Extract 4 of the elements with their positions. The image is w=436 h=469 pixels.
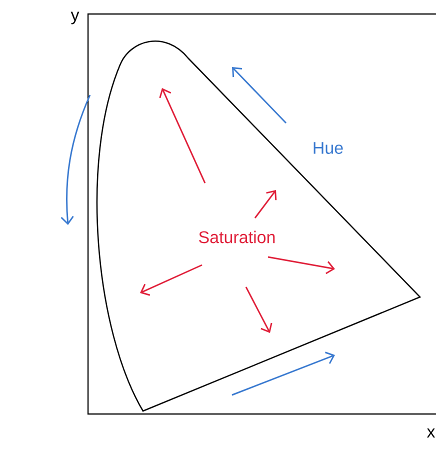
axis-label: x bbox=[426, 428, 436, 438]
axis-label: y bbox=[70, 12, 80, 24]
annotation-label: Saturation bbox=[199, 230, 275, 244]
annotation-label: Hue bbox=[314, 142, 343, 154]
